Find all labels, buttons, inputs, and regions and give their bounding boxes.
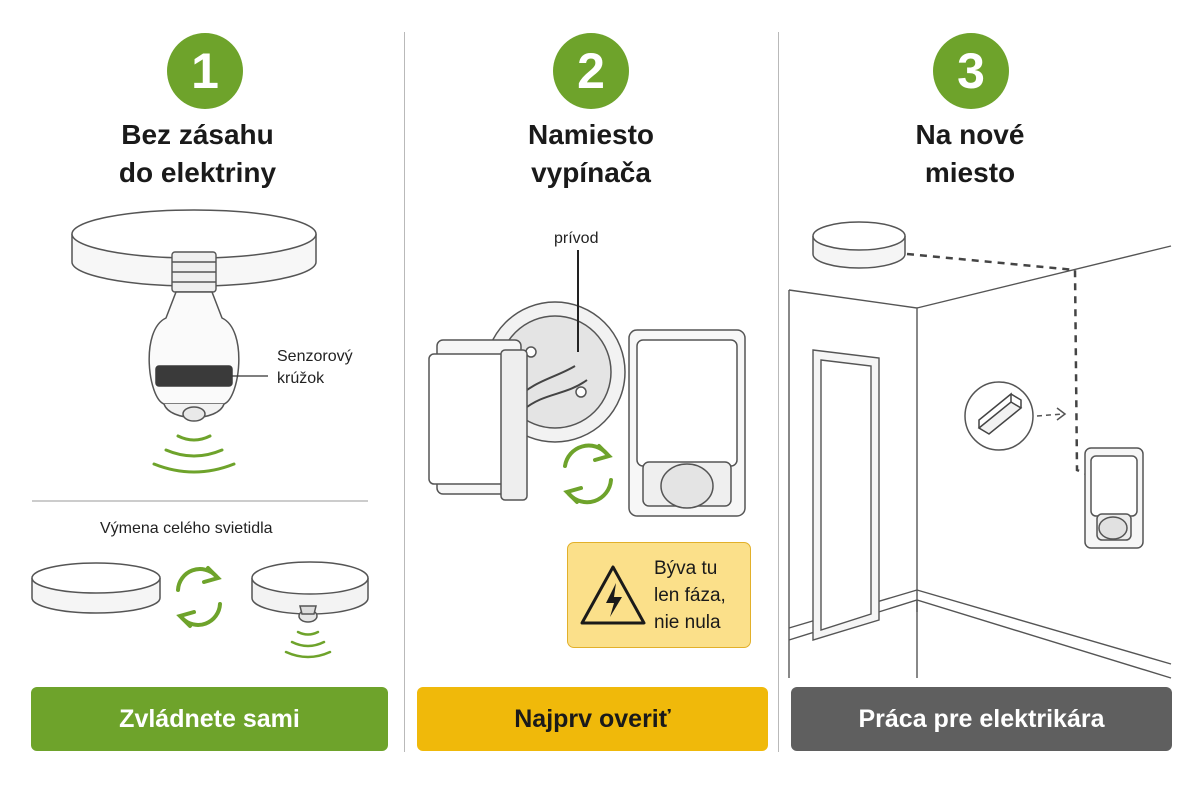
cable-conduit-callout bbox=[964, 381, 1067, 451]
panel-title: Bez zásahu do elektriny bbox=[118, 119, 277, 188]
step-number-badge: 3 bbox=[933, 33, 1009, 109]
swap-arrows-icon bbox=[176, 566, 222, 628]
motion-waves-icon bbox=[152, 434, 236, 474]
verify-first-banner: Najprv overiť bbox=[417, 687, 768, 751]
panel-2: 2 Namiesto vypínača bbox=[405, 0, 779, 800]
warning-text: Býva tu len fáza, nie nula bbox=[654, 558, 726, 633]
door bbox=[812, 349, 880, 641]
small-motion-waves-icon bbox=[284, 630, 332, 659]
diy-banner: Zvládnete sami bbox=[31, 687, 388, 751]
divider-left bbox=[404, 32, 405, 752]
swap-arrows-icon bbox=[563, 443, 613, 505]
switch-illustration bbox=[428, 250, 746, 517]
supply-wire-label: prívod bbox=[554, 230, 599, 247]
panel-3: 3 Na nové miesto bbox=[779, 0, 1200, 800]
warning-note: Býva tu len fáza, nie nula bbox=[567, 542, 751, 648]
sensor-ring-label: Senzorový krúžok bbox=[277, 348, 353, 387]
electrician-banner: Práca pre elektrikára bbox=[791, 687, 1172, 751]
replacement-caption: Výmena celého svietidla bbox=[100, 520, 273, 537]
light-bulb bbox=[148, 291, 240, 422]
divider-right bbox=[778, 32, 779, 752]
high-voltage-icon bbox=[580, 565, 646, 625]
old-wall-switch bbox=[428, 339, 528, 501]
panel-title: Na nové miesto bbox=[915, 119, 1025, 188]
panel-title: Namiesto vypínača bbox=[527, 119, 655, 188]
bulb-illustration bbox=[31, 209, 369, 659]
sensor-ring bbox=[155, 365, 233, 387]
cable-route-line bbox=[906, 252, 1092, 478]
plain-ceiling-light bbox=[31, 562, 161, 614]
room-illustration bbox=[788, 221, 1172, 679]
motion-sensor-switch bbox=[628, 329, 746, 517]
step-number-badge: 2 bbox=[553, 33, 629, 109]
bulb-socket bbox=[171, 251, 217, 293]
panel-1: 1 Bez zásahu do elektriny bbox=[0, 0, 405, 800]
step-number-badge: 1 bbox=[167, 33, 243, 109]
wall-motion-sensor bbox=[1084, 447, 1144, 549]
ceiling-light bbox=[812, 221, 906, 269]
sensor-ceiling-light bbox=[251, 561, 369, 623]
